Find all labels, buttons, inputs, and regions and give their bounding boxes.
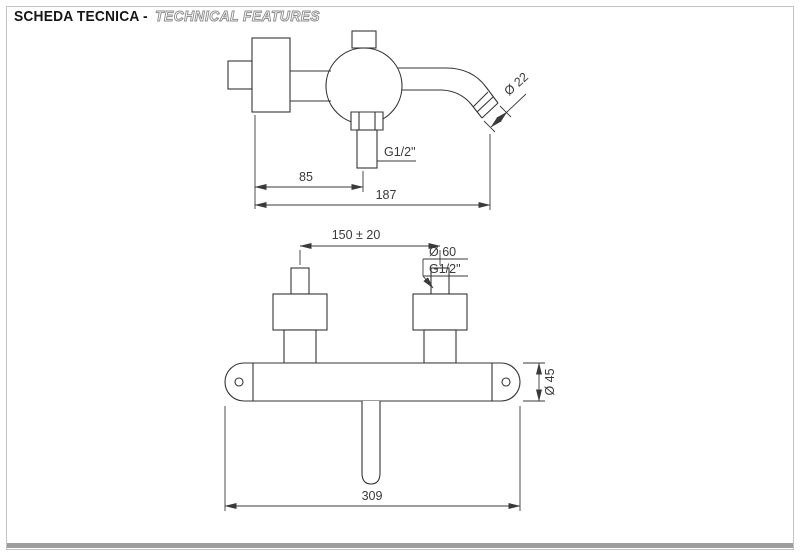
left-inlet-connector bbox=[283, 329, 317, 364]
label-outlet-thread: G1/2" bbox=[377, 145, 416, 162]
sheet-title: SCHEDA TECNICA - TECHNICAL FEATURES bbox=[14, 8, 321, 26]
left-screw-hole bbox=[234, 377, 244, 387]
extension-line bbox=[499, 105, 512, 118]
front-view bbox=[224, 267, 521, 485]
left-inlet-pipe bbox=[290, 267, 310, 295]
dim-inlet-centers: 150 ± 20 bbox=[299, 228, 441, 265]
spout-tip-hatch-2 bbox=[472, 91, 489, 108]
outlet-pipe bbox=[356, 129, 378, 169]
dim-wall-to-outlet: 85 bbox=[254, 115, 364, 209]
dim-309-label: 309 bbox=[362, 489, 383, 503]
center-outlet-tube bbox=[361, 401, 381, 485]
dimension-line bbox=[490, 111, 508, 128]
dim-187-label: 187 bbox=[376, 188, 397, 202]
right-screw-hole bbox=[501, 377, 511, 387]
front-view-dimensions: 150 ± 20 Ø 60 G1/2" Ø 45 309 bbox=[224, 228, 557, 511]
spout-diameter-label: Ø 22 bbox=[502, 70, 532, 99]
escutcheon-diameter-label: Ø 60 bbox=[429, 245, 456, 259]
extension-line bbox=[483, 120, 496, 133]
footer-bar bbox=[7, 543, 793, 548]
right-inlet-escutcheon bbox=[412, 293, 468, 331]
dim-overall-width: 309 bbox=[224, 406, 521, 511]
wall-supply-pipe bbox=[227, 60, 253, 90]
inlet-thread-label: G1/2" bbox=[429, 262, 461, 276]
dim-150-label: 150 ± 20 bbox=[332, 228, 381, 242]
right-inlet-connector bbox=[423, 329, 457, 364]
outlet-nut bbox=[350, 111, 384, 131]
dim-body-diameter: Ø 45 bbox=[523, 362, 557, 402]
left-inlet-escutcheon bbox=[272, 293, 328, 331]
dim-85-label: 85 bbox=[299, 170, 313, 184]
dim-wall-to-spout-end: 187 bbox=[254, 134, 491, 210]
spout-top-edge bbox=[398, 67, 499, 104]
spout-tip-hatch-1 bbox=[476, 96, 494, 113]
outlet-thread-label: G1/2" bbox=[384, 145, 416, 159]
dim-spout-diameter: Ø 22 bbox=[483, 70, 532, 133]
dimension-tail bbox=[506, 93, 527, 113]
dim-45-label: Ø 45 bbox=[543, 368, 557, 395]
wall-flange bbox=[251, 37, 291, 113]
side-view bbox=[227, 30, 499, 169]
label-inlet-specs: Ø 60 G1/2" bbox=[422, 245, 468, 289]
spout-bottom-edge bbox=[402, 89, 483, 119]
title-english: TECHNICAL FEATURES bbox=[155, 8, 321, 26]
spout-end-face bbox=[481, 102, 499, 119]
title-italian: SCHEDA TECNICA - bbox=[14, 8, 148, 25]
control-knob bbox=[351, 30, 377, 49]
leader-line bbox=[422, 275, 434, 289]
mixer-bar-body bbox=[224, 362, 521, 402]
